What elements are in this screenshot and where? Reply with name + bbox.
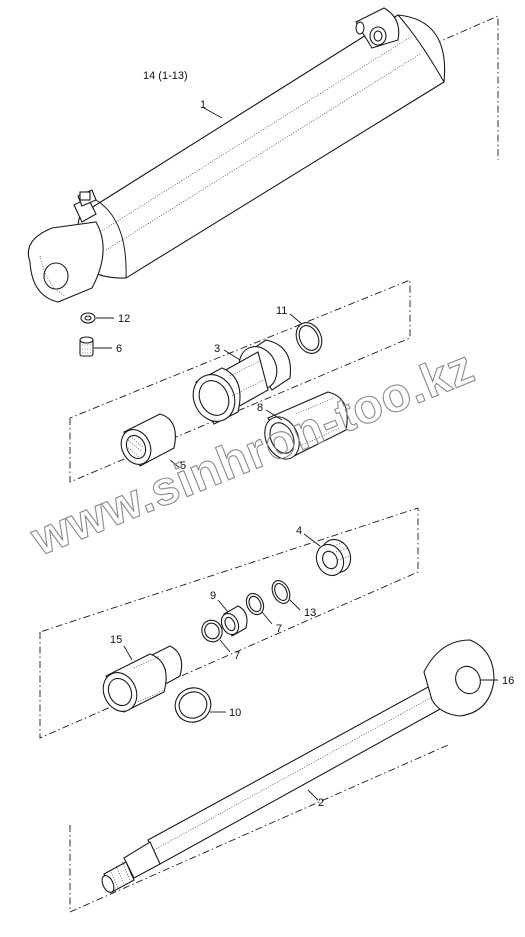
o-ring-11 xyxy=(295,322,323,354)
callout-2: 2 xyxy=(318,797,324,809)
o-ring-7-lower xyxy=(201,619,223,643)
assembly-label: 14 (1-13) xyxy=(143,70,188,82)
grease-nipple-6 xyxy=(79,336,94,357)
callout-4: 4 xyxy=(296,525,302,537)
callout-13: 13 xyxy=(304,607,316,619)
frame-barrel-group xyxy=(433,15,499,160)
piston-rod-2 xyxy=(101,685,443,893)
frame-piston-group xyxy=(39,507,419,739)
callout-1: 1 xyxy=(200,99,206,111)
bushing-8 xyxy=(264,391,348,460)
o-ring-7-upper xyxy=(245,592,265,616)
gland-3 xyxy=(192,339,292,425)
leader-9 xyxy=(217,599,229,613)
callout-3: 3 xyxy=(214,343,220,355)
callout-5: 5 xyxy=(180,460,186,472)
callout-6: 6 xyxy=(116,343,122,355)
callout-7-lower: 7 xyxy=(234,650,240,662)
cylinder-barrel xyxy=(27,7,446,303)
leader-5 xyxy=(169,459,181,469)
washer-12 xyxy=(80,312,96,324)
leader-15 xyxy=(123,645,133,661)
leader-11 xyxy=(289,313,303,325)
callout-16: 16 xyxy=(502,675,514,687)
leader-3 xyxy=(223,349,241,361)
piston-15 xyxy=(102,645,183,713)
leader-2 xyxy=(307,789,319,801)
frame-gland-group xyxy=(69,279,411,483)
frame-rod-group xyxy=(69,744,449,913)
piston-ring-10 xyxy=(174,687,212,723)
leader-7a xyxy=(261,611,273,625)
leader-13 xyxy=(289,599,301,611)
callout-9: 9 xyxy=(210,590,216,602)
leader-7b xyxy=(219,639,231,653)
callout-12: 12 xyxy=(118,313,130,325)
callout-10: 10 xyxy=(229,707,241,719)
callout-8: 8 xyxy=(257,402,263,414)
callout-11: 11 xyxy=(276,305,287,317)
leader-8 xyxy=(265,409,283,421)
threaded-nut-5 xyxy=(120,413,176,467)
leader-assembly xyxy=(203,107,223,119)
seal-ring-13 xyxy=(271,580,291,604)
leader-4 xyxy=(303,533,321,547)
callout-15: 15 xyxy=(110,634,122,646)
piston-nut-4 xyxy=(315,538,352,577)
spacer-9 xyxy=(220,605,248,637)
callout-7-upper: 7 xyxy=(276,623,282,635)
